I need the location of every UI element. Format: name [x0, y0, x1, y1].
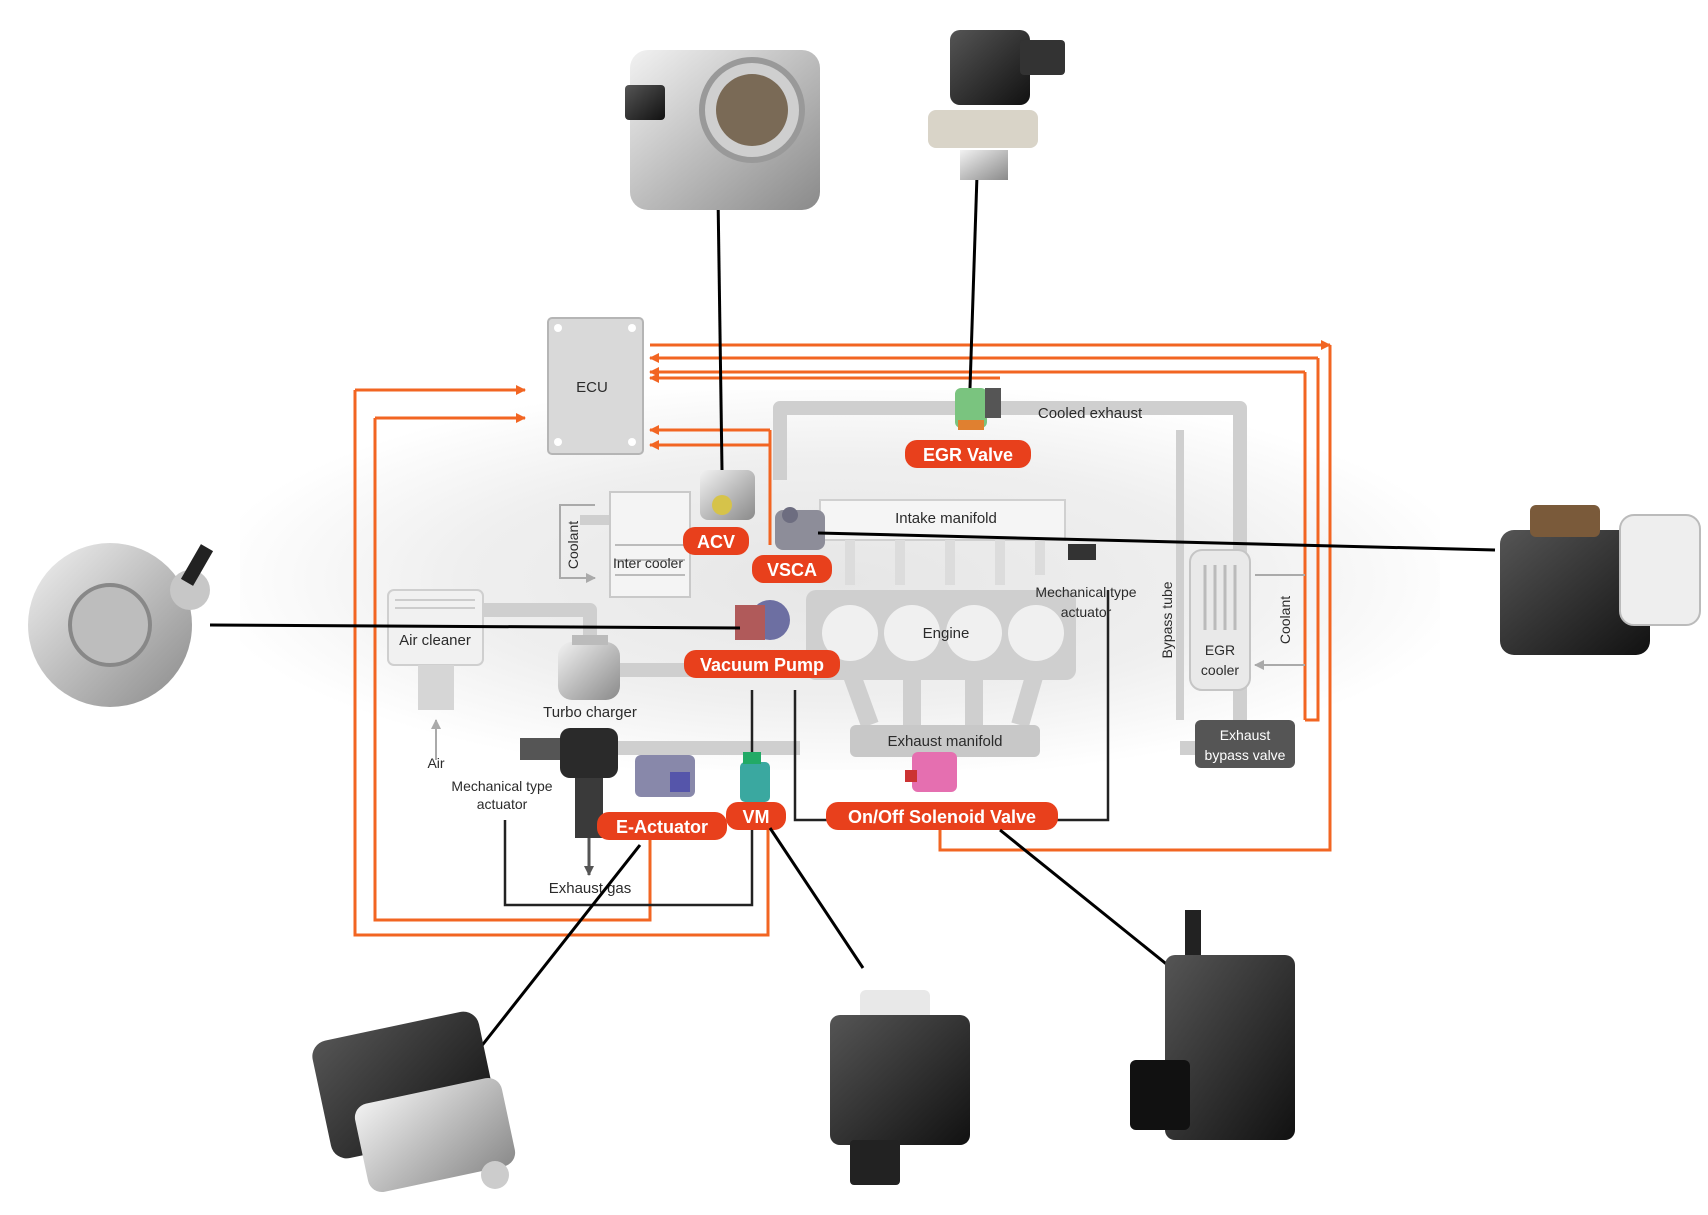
vacuum-pump-tag: Vacuum Pump [684, 650, 840, 678]
onoff-solenoid-small [905, 752, 957, 792]
vsca-tag: VSCA [752, 555, 832, 583]
onoff-solenoid-tag-label: On/Off Solenoid Valve [848, 807, 1036, 827]
leader-vsca [817, 531, 1496, 552]
exhaust-bypass-valve: Exhaust bypass valve [1195, 720, 1295, 768]
leader-lines [209, 174, 1496, 1049]
egr-cooler-label-2: cooler [1201, 662, 1239, 678]
mech-actuator-left-label-1: Mechanical type [451, 778, 552, 794]
egr-valve-small [955, 388, 1001, 430]
cooled-exhaust-label: Cooled exhaust [1038, 405, 1143, 422]
vm-valve-icon [830, 990, 970, 1185]
leader-acv [716, 194, 724, 471]
inter-cooler-label: Inter cooler [613, 555, 683, 571]
egr-valve-tag: EGR Valve [905, 440, 1031, 468]
exhaust-gas-label: Exhaust gas [549, 880, 632, 897]
air-cleaner-label: Air cleaner [399, 632, 471, 649]
vm-tag: VM [726, 802, 786, 830]
air-intake-pipe [480, 603, 597, 640]
vm-tag-label: VM [743, 807, 770, 827]
vacuum-pump-tag-label: Vacuum Pump [700, 655, 824, 675]
vacuum-pump-small [735, 600, 790, 640]
e-actuator-tag: E-Actuator [597, 812, 727, 840]
air-cleaner: Air cleaner Air [387, 589, 484, 771]
coolant-left-label: Coolant [565, 521, 581, 569]
egr-cooler: EGR cooler Coolant [1189, 549, 1305, 691]
mech-actuator-right-label-1: Mechanical type [1035, 584, 1136, 600]
leader-vacuum-pump [209, 623, 741, 630]
coolant-right-label: Coolant [1277, 596, 1293, 644]
leader-onoff-solenoid [999, 828, 1181, 977]
e-actuator-tag-label: E-Actuator [616, 817, 708, 837]
egr-valve-icon [928, 30, 1065, 180]
ecu-label: ECU [576, 379, 608, 396]
e-actuator-icon [312, 1011, 516, 1193]
bypass-tube-label: Bypass tube [1159, 581, 1175, 658]
air-label: Air [427, 755, 444, 771]
leader-e-actuator [478, 844, 642, 1049]
throttle-body-icon [625, 50, 820, 210]
intake-manifold: Intake manifold [819, 499, 1096, 585]
vacuum-pump-icon [28, 543, 214, 707]
vm-small [740, 752, 770, 802]
egr-cooler-label-1: EGR [1205, 642, 1235, 658]
onoff-solenoid-icon [1130, 910, 1295, 1140]
inter-cooler: Inter cooler Coolant [559, 491, 691, 598]
turbo-charger-label: Turbo charger [543, 704, 637, 721]
vsca-actuator-icon [1500, 505, 1701, 655]
engine: Engine Exhaust manifold [806, 590, 1076, 757]
signal-lines [353, 340, 1332, 937]
acv-tag-label: ACV [697, 532, 735, 552]
leader-egr-valve [968, 174, 979, 389]
vsca-tag-label: VSCA [767, 560, 817, 580]
turbo-charger: Turbo charger Exhaust gas [520, 635, 637, 897]
intake-manifold-label: Intake manifold [895, 510, 997, 527]
exhaust-bypass-label-2: bypass valve [1205, 747, 1286, 763]
exhaust-manifold-label: Exhaust manifold [887, 733, 1002, 750]
e-actuator-small [635, 755, 695, 797]
engine-label: Engine [923, 625, 970, 642]
vsca-small [775, 507, 825, 550]
onoff-solenoid-tag: On/Off Solenoid Valve [826, 802, 1058, 830]
exhaust-bypass-label-1: Exhaust [1220, 727, 1271, 743]
mech-actuator-left-label-2: actuator [477, 796, 528, 812]
egr-valve-tag-label: EGR Valve [923, 445, 1013, 465]
ecu: ECU [547, 317, 644, 455]
mech-actuator-right-label-2: actuator [1061, 604, 1112, 620]
acv-small [700, 470, 755, 520]
leader-vm [768, 827, 865, 969]
acv-tag: ACV [683, 527, 749, 555]
